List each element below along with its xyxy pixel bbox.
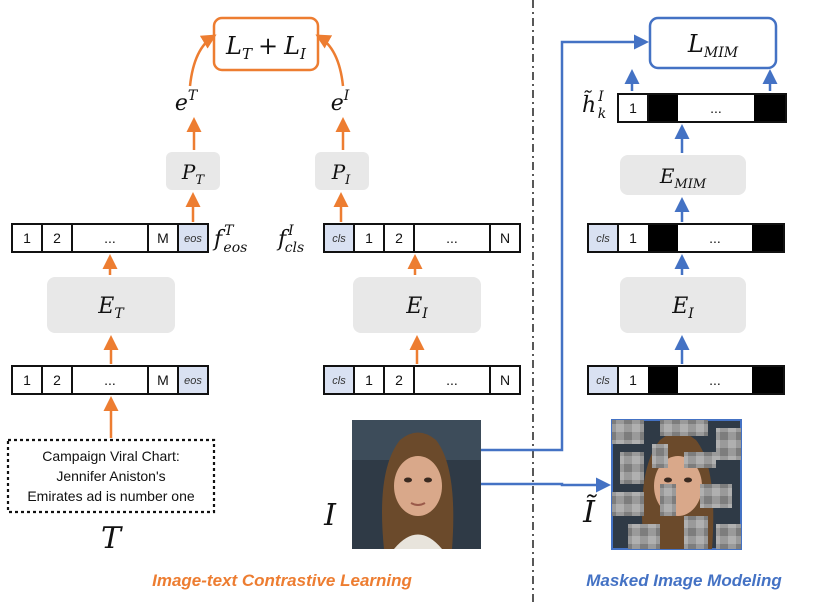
caption-mim: Masked Image Modeling (586, 571, 782, 590)
token: 2 (53, 230, 61, 246)
loss-mim-label: LMIM (687, 30, 739, 61)
input-face-image (352, 420, 481, 549)
image-token-row-bottom: cls 1 2 ... N (323, 365, 521, 395)
token: 1 (365, 372, 373, 388)
token: N (500, 372, 510, 388)
image-token-row-top: cls 1 2 ... N (323, 223, 521, 253)
token: 1 (365, 230, 373, 246)
token: ... (710, 100, 722, 116)
text-encoder-label: ET (97, 294, 125, 322)
text-input-line: Campaign Viral Chart: (42, 448, 179, 464)
e-text-label: eT (175, 88, 199, 116)
token-cls: cls (596, 375, 610, 387)
token: 1 (23, 372, 31, 388)
mim-image-encoder-label: EI (671, 294, 694, 322)
image-encoder-label: EI (405, 294, 428, 322)
text-token-row-top: 1 2 ... M eos (11, 223, 209, 253)
arrow-ei-to-loss (315, 34, 345, 87)
token: ... (446, 372, 458, 388)
mim-token-row-bottom: cls 1 ... (587, 365, 785, 395)
token: ... (104, 230, 116, 246)
token-eos: eos (184, 375, 202, 387)
token: 2 (395, 372, 403, 388)
token: ... (104, 372, 116, 388)
loss-mim-box (648, 16, 778, 70)
caption-itc: Image-text Contrastive Learning (152, 571, 412, 590)
token-cls: cls (332, 375, 346, 387)
token: M (157, 230, 169, 246)
text-input-line: Jennifer Aniston's (56, 468, 165, 484)
proj-image-box (315, 152, 369, 190)
arrow-et-to-loss (188, 34, 217, 87)
mim-image-encoder-box (620, 277, 746, 333)
token-cls: cls (596, 233, 610, 245)
label-T: T (101, 521, 123, 556)
loss-itc-label: LT+LI (225, 32, 307, 63)
mim-encoder-label: EMIM (659, 164, 707, 192)
proj-text-label: PT (181, 160, 205, 188)
token: M (157, 372, 169, 388)
text-input-line: Emirates ad is number one (27, 488, 195, 504)
token: 2 (395, 230, 403, 246)
token-cls: cls (332, 233, 346, 245)
mim-output-token-row: 1 ... (617, 93, 787, 123)
token: 1 (23, 230, 31, 246)
token: N (500, 230, 510, 246)
arrow-image-to-masked (481, 477, 611, 493)
image-encoder-box (353, 277, 481, 333)
token: 1 (629, 230, 637, 246)
text-input-box (6, 438, 216, 514)
text-encoder-box (47, 277, 175, 333)
text-token-row-bottom: 1 2 ... M eos (11, 365, 209, 395)
token: 1 (629, 372, 637, 388)
token: ... (709, 230, 721, 246)
proj-text-box (166, 152, 220, 190)
token: ... (709, 372, 721, 388)
label-I: I (323, 498, 337, 533)
proj-image-label: PI (331, 160, 351, 188)
mim-encoder-box (620, 155, 746, 195)
arrow-image-to-mim-loss (481, 34, 649, 452)
token: ... (446, 230, 458, 246)
label-I-tilde: Ĩ (582, 494, 597, 530)
mim-token-row-top: cls 1 ... (587, 223, 785, 253)
token-eos: eos (184, 233, 202, 245)
e-image-label: eI (331, 88, 350, 116)
masked-face-image (611, 419, 742, 550)
token: 1 (629, 100, 637, 116)
token: 2 (53, 372, 61, 388)
